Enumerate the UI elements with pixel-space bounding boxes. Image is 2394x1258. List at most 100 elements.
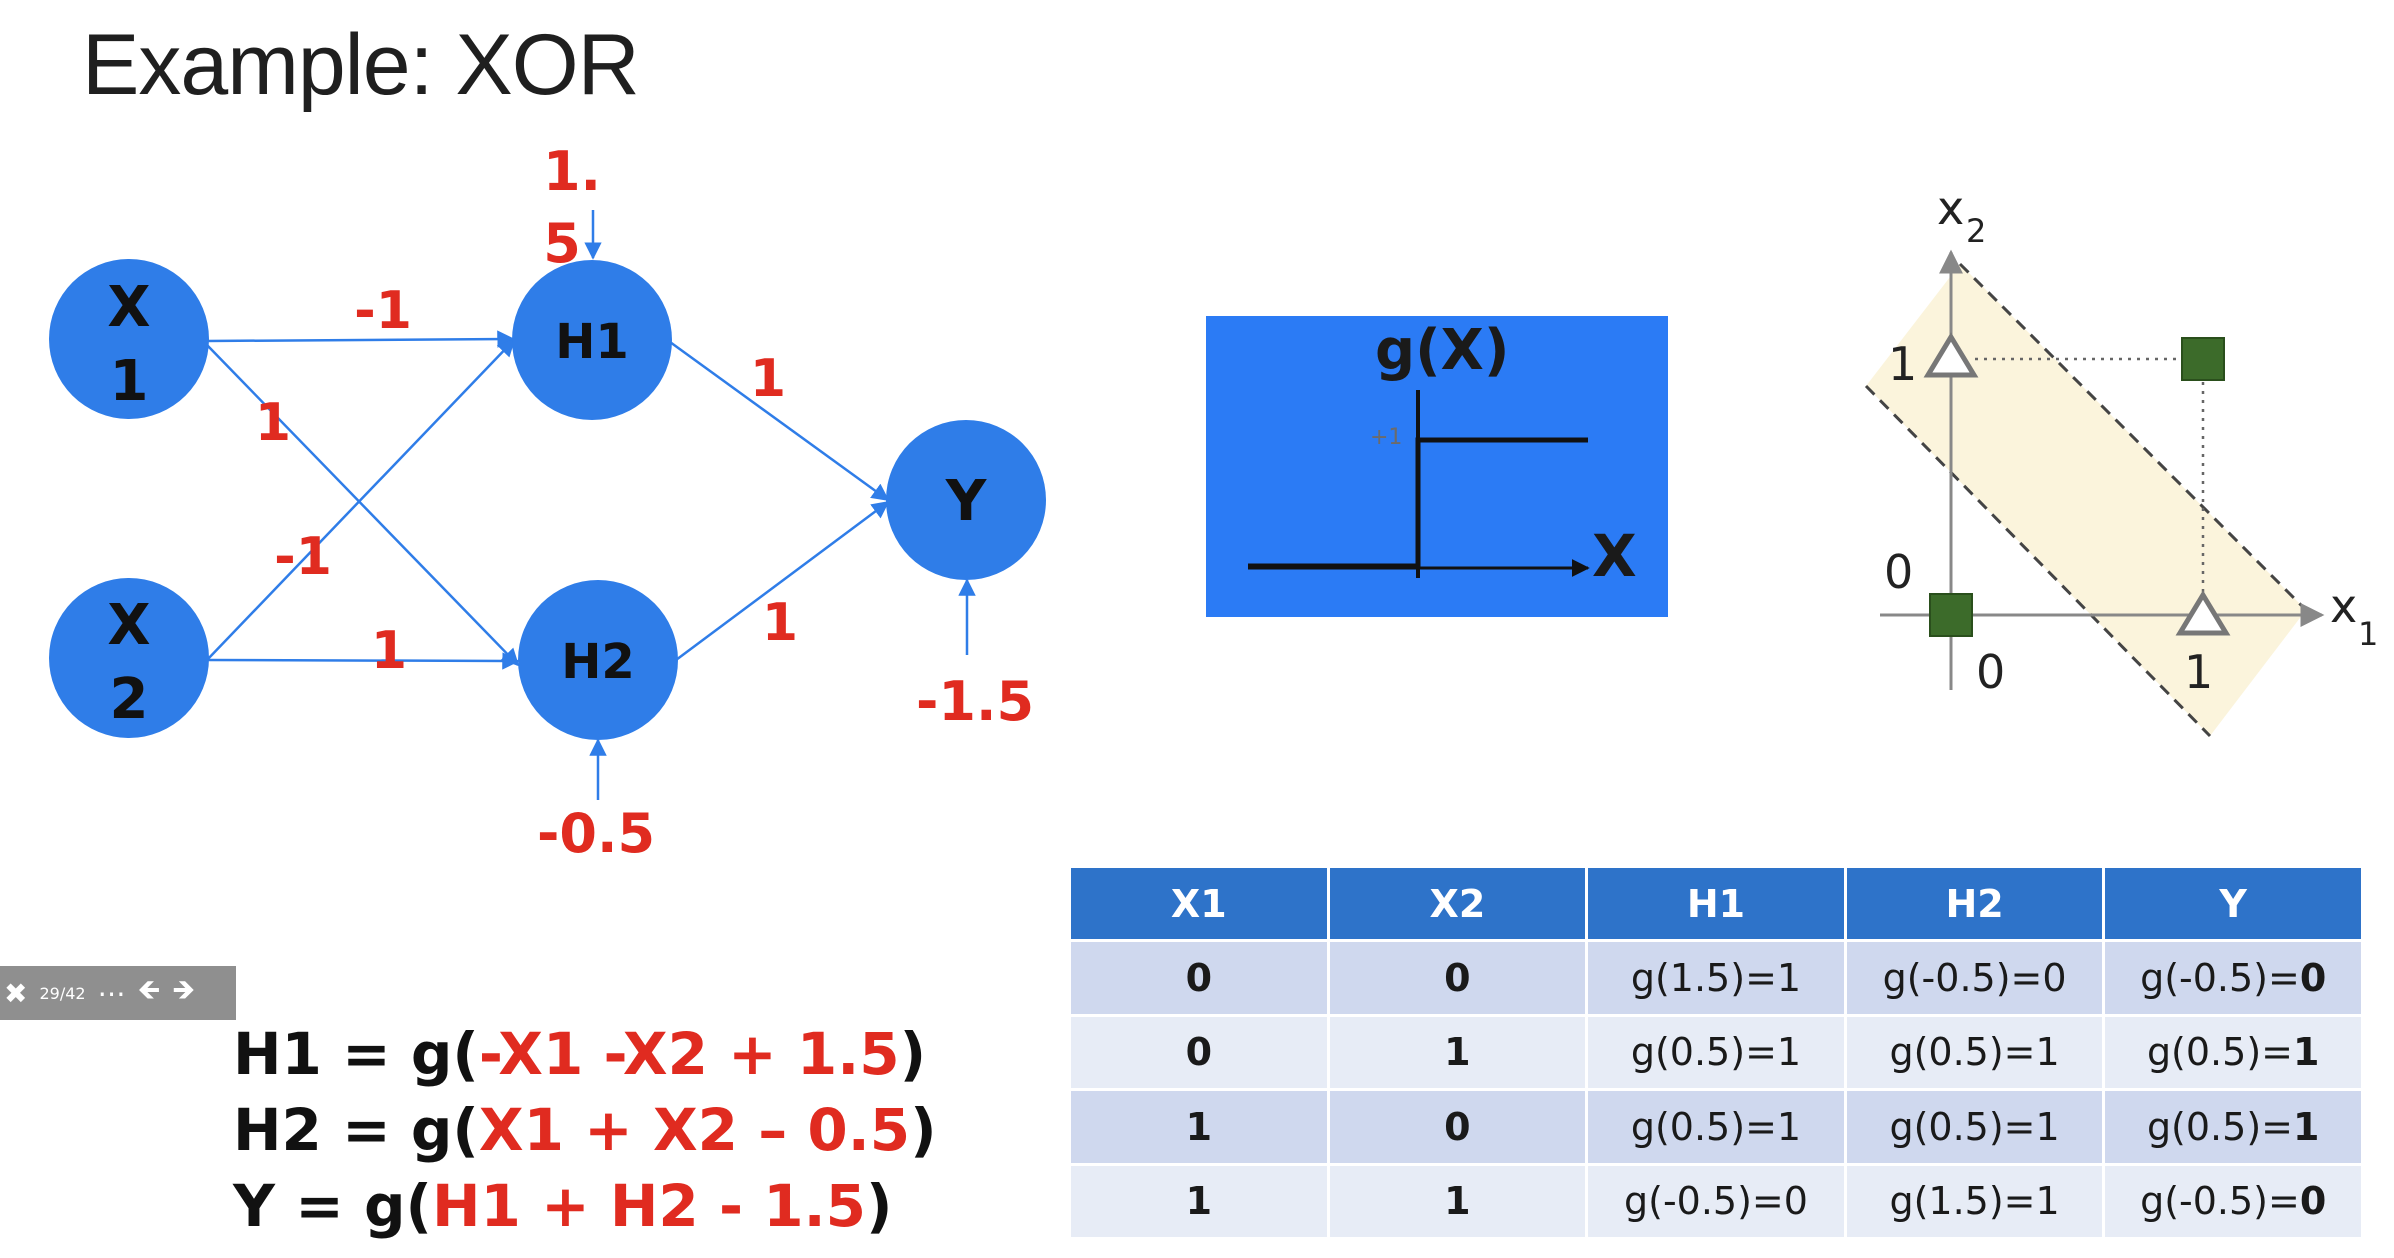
- table-cell-x2: 1: [1326, 1162, 1589, 1240]
- bias-h1-bottom: 5: [543, 212, 581, 275]
- plot-y-axis-sub: 2: [1966, 212, 1986, 250]
- table-cell-y: g(0.5)=1: [2102, 1013, 2364, 1091]
- activation-x-label: X: [1592, 522, 1637, 590]
- edge-h1-y: [669, 340, 890, 502]
- edge-h2-y: [675, 500, 890, 662]
- table-cell-y-expr: g(0.5)=: [2146, 1030, 2293, 1075]
- table-cell-h1: g(0.5)=1: [1585, 1088, 1847, 1166]
- equation-h2-rhs: X1 + X2 – 0.5: [478, 1096, 911, 1164]
- table-cell-x2: 1: [1326, 1013, 1589, 1091]
- plot-tick-x1: 1: [2184, 645, 2213, 699]
- plot-x-axis-sub: 1: [2358, 615, 2378, 653]
- table-cell-x1: 0: [1068, 939, 1330, 1017]
- table-cell-y: g(-0.5)=0: [2102, 1162, 2364, 1240]
- weight-h1-y: 1: [750, 349, 786, 409]
- presentation-toolbar: ✖ 29/42 ⋯ 🡸 🡺: [0, 966, 236, 1020]
- equation-h2: H2 = g(X1 + X2 – 0.5): [233, 1096, 937, 1164]
- node-x2: [49, 578, 209, 738]
- node-y-label: Y: [945, 469, 988, 534]
- class0-square-origin: [1929, 593, 1973, 637]
- table-header-x1: X1: [1068, 865, 1330, 942]
- edge-x2-h2: [206, 652, 520, 670]
- equation-y-close: ): [866, 1172, 893, 1240]
- equation-h1-close: ): [899, 1020, 927, 1088]
- table-cell-y-expr: g(-0.5)=: [2140, 1179, 2300, 1224]
- equation-y-lhs: Y = g(: [233, 1172, 433, 1240]
- node-y: [886, 420, 1046, 580]
- weight-x1-h2: 1: [255, 393, 291, 453]
- table-cell-h2: g(0.5)=1: [1843, 1088, 2106, 1166]
- class1-triangle-10: [2175, 590, 2231, 636]
- class1-triangle-01: [1923, 332, 1979, 378]
- plot-tick-y1: 1: [1888, 337, 1917, 391]
- table-header-y: Y: [2102, 865, 2364, 942]
- decision-boundary-upper: [1958, 262, 2308, 612]
- node-x1-label-bottom: 1: [110, 349, 149, 414]
- table-cell-y-result: 1: [2292, 1104, 2320, 1149]
- next-arrow-icon[interactable]: 🡺: [172, 973, 196, 1006]
- table-header-row: X1 X2 H1 H2 Y: [1068, 865, 2364, 942]
- plot-tick-y0: 0: [1884, 545, 1913, 599]
- table-row: 0 1 g(0.5)=1 g(0.5)=1 g(0.5)=1: [1068, 1013, 2364, 1091]
- decision-boundary-lower: [1864, 384, 2212, 738]
- xor-network-diagram: X 1 X 2 H1 H2 Y -1 1 -1 1 1 1 1. 5 -0.5 …: [49, 140, 1046, 865]
- truth-table: X1 X2 H1 H2 Y 0 0 g(1.5)=1 g(-0.5)=0 g(-…: [1068, 865, 2364, 1240]
- table-cell-y-expr: g(-0.5)=: [2140, 955, 2300, 1000]
- plot-y-axis-label: x: [1937, 181, 1964, 235]
- node-x2-label-top: X: [107, 593, 150, 658]
- node-x2-label-bottom: 2: [110, 667, 149, 732]
- table-header-h1: H1: [1585, 865, 1847, 942]
- table-cell-y-result: 0: [2299, 1179, 2327, 1224]
- plot-tick-x0: 0: [1976, 645, 2005, 699]
- table-cell-h1: g(0.5)=1: [1585, 1013, 1847, 1091]
- node-h2: [518, 580, 678, 740]
- more-icon[interactable]: ⋯: [97, 976, 126, 1010]
- table-row: 1 0 g(0.5)=1 g(0.5)=1 g(0.5)=1: [1068, 1088, 2364, 1166]
- table-cell-y-expr: g(0.5)=: [2146, 1104, 2293, 1149]
- node-h1: [512, 260, 672, 420]
- table-cell-y: g(-0.5)=0: [2102, 939, 2364, 1017]
- table-cell-x2: 0: [1326, 939, 1589, 1017]
- edge-x1-h2: [206, 344, 520, 667]
- node-h2-label: H2: [561, 634, 635, 690]
- table-header-x2: X2: [1326, 865, 1589, 942]
- weight-x2-h1: -1: [274, 527, 332, 587]
- page-counter[interactable]: 29/42: [39, 983, 86, 1003]
- class0-square-11: [2181, 337, 2225, 381]
- table-cell-y: g(0.5)=1: [2102, 1088, 2364, 1166]
- table-cell-x1: 1: [1068, 1088, 1330, 1166]
- prev-arrow-icon[interactable]: 🡸: [137, 973, 161, 1006]
- table-header-h2: H2: [1843, 865, 2106, 942]
- weight-x2-h2: 1: [371, 621, 407, 681]
- edge-x1-h1: [206, 330, 515, 348]
- activation-plus-one-label: +1: [1370, 425, 1403, 450]
- table-cell-h2: g(1.5)=1: [1843, 1162, 2106, 1240]
- equation-y-rhs: H1 + H2 - 1.5: [432, 1172, 866, 1240]
- table-cell-y-result: 0: [2299, 955, 2327, 1000]
- table-row: 0 0 g(1.5)=1 g(-0.5)=0 g(-0.5)=0: [1068, 939, 2364, 1017]
- node-x1: [49, 259, 209, 419]
- plot-x-axis-label: x: [2330, 579, 2357, 633]
- table-cell-y-result: 1: [2292, 1030, 2320, 1075]
- bias-h2: -0.5: [537, 802, 655, 865]
- table-cell-x1: 1: [1068, 1162, 1330, 1240]
- slide-title: Example: XOR: [82, 17, 640, 113]
- close-icon[interactable]: ✖: [4, 976, 28, 1010]
- table-cell-x2: 0: [1326, 1088, 1589, 1166]
- activation-title: g(X): [1375, 318, 1510, 383]
- weight-x1-h1: -1: [354, 281, 412, 341]
- table-cell-h2: g(0.5)=1: [1843, 1013, 2106, 1091]
- equation-h2-close: ): [910, 1096, 937, 1164]
- bias-y: -1.5: [916, 670, 1034, 733]
- equation-h2-lhs: H2 = g(: [233, 1096, 479, 1164]
- table-cell-h1: g(1.5)=1: [1585, 939, 1847, 1017]
- weight-h2-y: 1: [762, 593, 798, 653]
- decision-band: [1866, 264, 2306, 736]
- bias-h1-top: 1.: [543, 140, 601, 203]
- equation-h1: H1 = g(-X1 -X2 + 1.5): [233, 1020, 926, 1088]
- table-cell-x1: 0: [1068, 1013, 1330, 1091]
- equation-h1-rhs: -X1 -X2 + 1.5: [478, 1020, 900, 1088]
- table-cell-h1: g(-0.5)=0: [1585, 1162, 1847, 1240]
- edge-x2-h1: [206, 338, 516, 661]
- equation-h1-lhs: H1 = g(: [233, 1020, 479, 1088]
